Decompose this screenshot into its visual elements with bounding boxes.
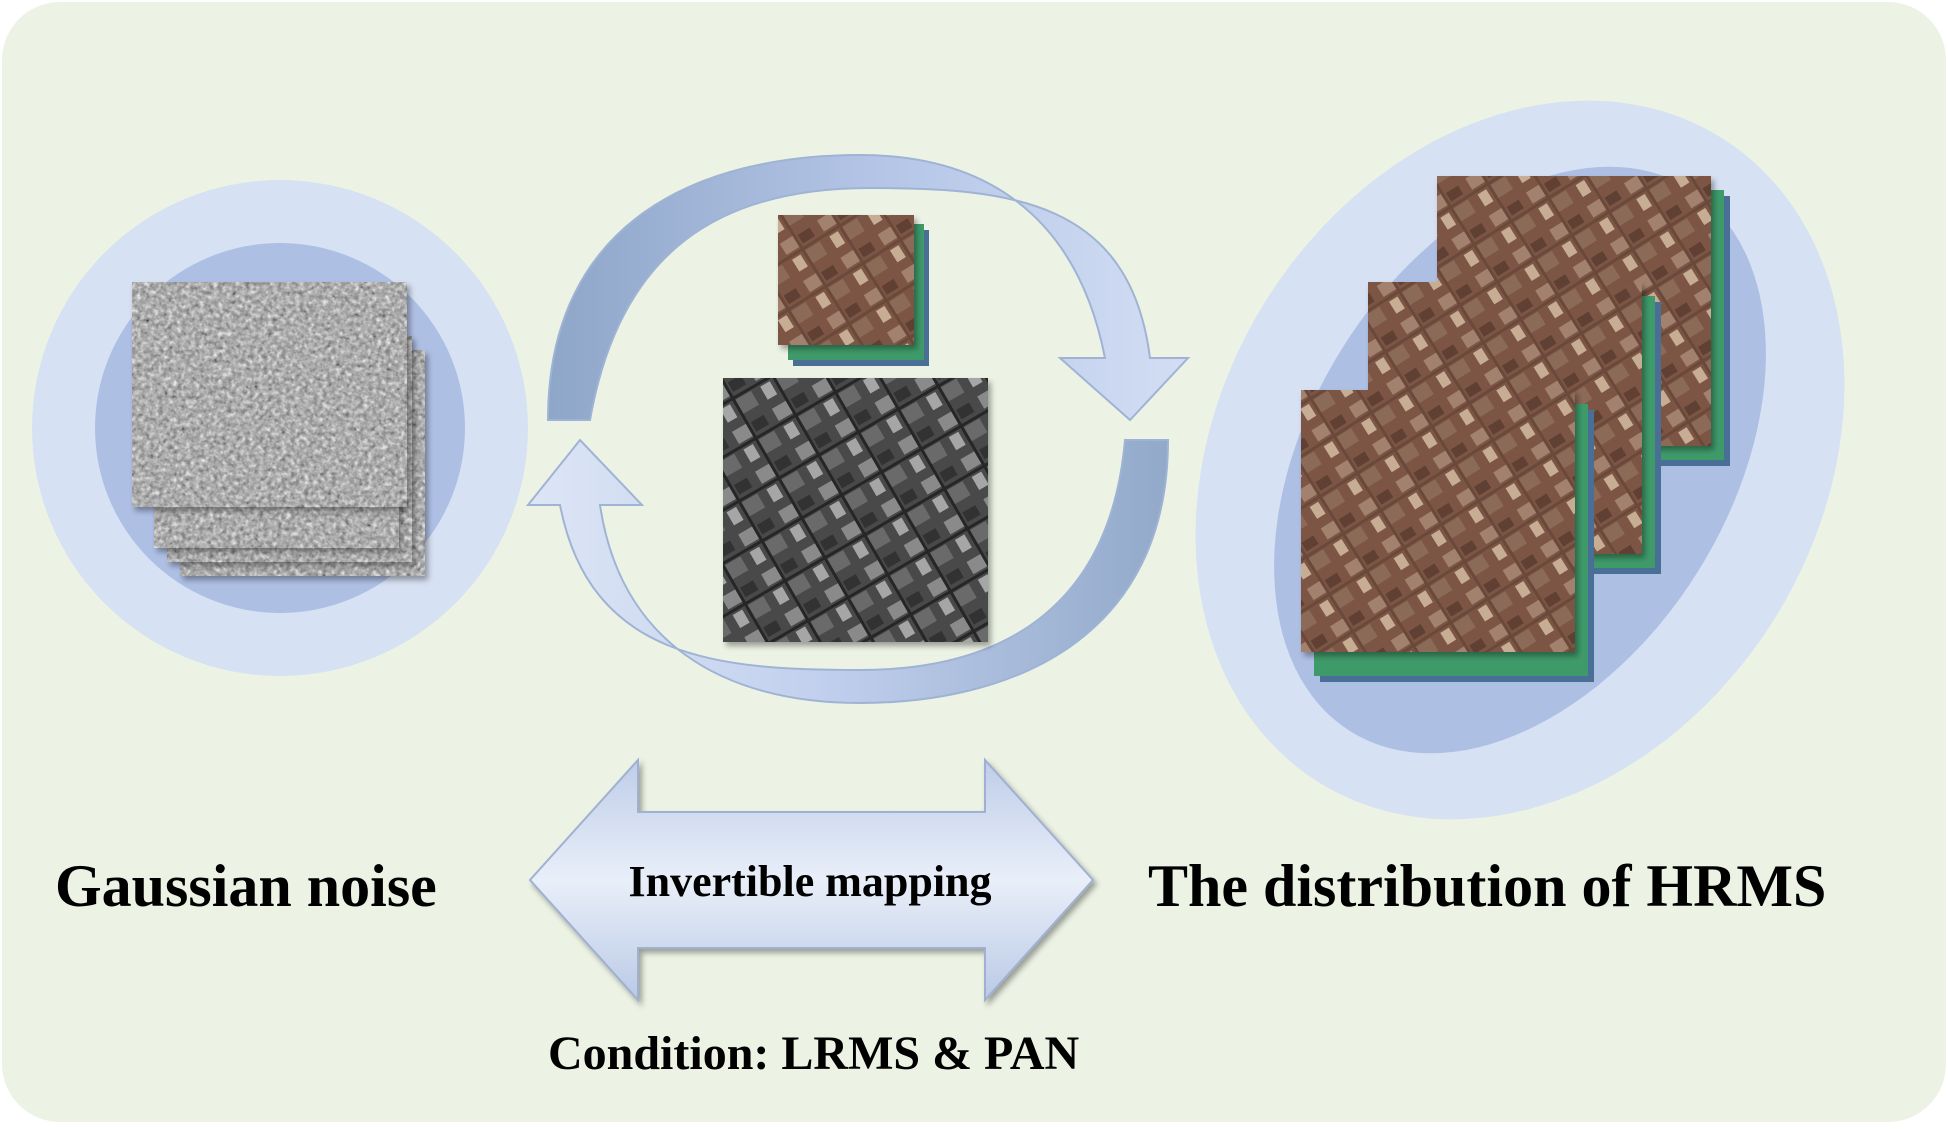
cycle-arrow-bottom: [525, 438, 1170, 705]
double-headed-arrow-icon: [528, 757, 1095, 1003]
condition-label: Condition: LRMS & PAN: [548, 1027, 1080, 1080]
circular-arrows-icon: [525, 153, 1191, 705]
lrms-image-stack-icon: [778, 215, 929, 366]
hrms-image-stack-icon: [1301, 176, 1730, 682]
hrms-distribution-label: The distribution of HRMS: [1148, 853, 1827, 919]
gaussian-noise-label: Gaussian noise: [55, 853, 437, 919]
pan-image-icon: [723, 378, 988, 642]
hrms-distribution-group: [1195, 100, 1845, 820]
invertible-mapping-label: Invertible mapping: [628, 857, 992, 906]
gaussian-noise-image-stack-icon: [132, 282, 425, 576]
cycle-arrow-top: [546, 153, 1191, 422]
gaussian-noise-group: [32, 180, 528, 676]
